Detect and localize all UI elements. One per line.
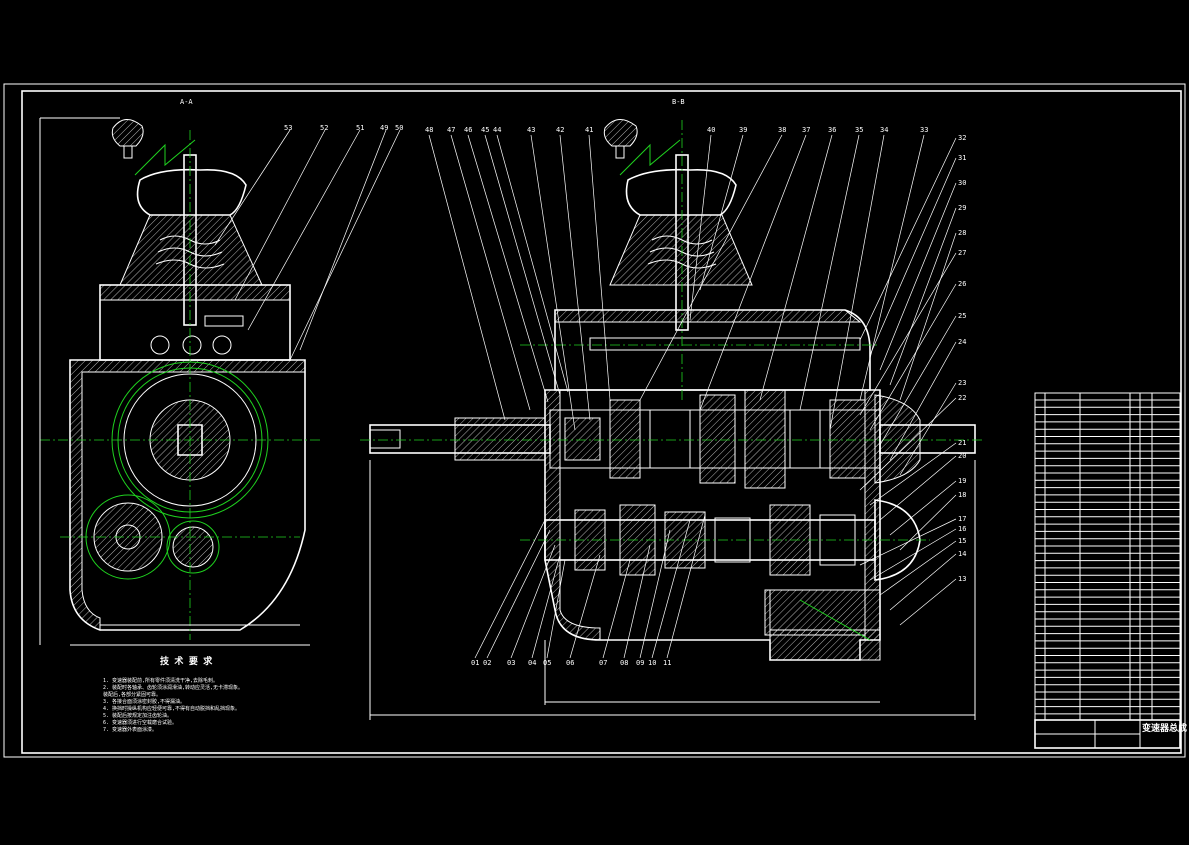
part-number-label: 21 bbox=[958, 439, 966, 447]
part-number-label: 43 bbox=[527, 126, 535, 134]
view-mark-left: A-A bbox=[180, 98, 193, 106]
part-number-label: 03 bbox=[507, 659, 515, 667]
part-number-label: 11 bbox=[663, 659, 671, 667]
part-number-label: 02 bbox=[483, 659, 491, 667]
part-number-label: 25 bbox=[958, 312, 966, 320]
tech-req-item: 1. 变速器装配前,所有零件须清洗干净,去除毛刺。 bbox=[103, 677, 218, 684]
part-number-label: 47 bbox=[447, 126, 455, 134]
part-number-label: 53 bbox=[284, 124, 292, 132]
outer-frame bbox=[3, 83, 1186, 758]
part-number-label: 33 bbox=[920, 126, 928, 134]
part-number-label: 26 bbox=[958, 280, 966, 288]
left-leaders bbox=[214, 129, 401, 361]
technical-requirements: 技 术 要 求 1. 变速器装配前,所有零件须清洗干净,去除毛刺。 2. 装配时… bbox=[103, 655, 243, 733]
tech-req-item: 装配后,各部分紧固可靠。 bbox=[103, 691, 161, 698]
part-number-label: 23 bbox=[958, 379, 966, 387]
main-leaders bbox=[428, 134, 957, 659]
shift-boot-left bbox=[136, 168, 247, 216]
part-number-label: 04 bbox=[528, 659, 536, 667]
part-number-label: 09 bbox=[636, 659, 644, 667]
part-number-label: 05 bbox=[543, 659, 551, 667]
part-number-label: 44 bbox=[493, 126, 501, 134]
part-number-label: 34 bbox=[880, 126, 888, 134]
part-number-label: 08 bbox=[620, 659, 628, 667]
part-number-label: 42 bbox=[556, 126, 564, 134]
part-number-label: 39 bbox=[739, 126, 747, 134]
part-number-label: 27 bbox=[958, 249, 966, 257]
tech-req-heading: 技 术 要 求 bbox=[160, 655, 213, 667]
view-mark-main: B-B bbox=[672, 98, 685, 106]
tech-req-item: 5. 装配后按规定加注齿轮油。 bbox=[103, 712, 172, 719]
part-number-label: 41 bbox=[585, 126, 593, 134]
part-number-label: 24 bbox=[958, 338, 966, 346]
part-number-label: 35 bbox=[855, 126, 863, 134]
reverse-idler-gear bbox=[166, 520, 220, 574]
part-number-label: 01 bbox=[471, 659, 479, 667]
part-number-label: 40 bbox=[707, 126, 715, 134]
part-number-label: 29 bbox=[958, 204, 966, 212]
shift-knob-main bbox=[603, 119, 638, 147]
tech-req-item: 6. 变速器须进行空载磨合试验。 bbox=[103, 719, 177, 726]
part-number-label: 52 bbox=[320, 124, 328, 132]
tech-req-item: 7. 变速器外表面涂漆。 bbox=[103, 726, 157, 733]
part-number-label: 51 bbox=[356, 124, 364, 132]
part-number-label: 15 bbox=[958, 537, 966, 545]
part-number-label: 45 bbox=[481, 126, 489, 134]
part-number-label: 13 bbox=[958, 575, 966, 583]
part-number-label: 22 bbox=[958, 394, 966, 402]
parts-list-table: 变速器总成 bbox=[1034, 392, 1187, 749]
shift-knob-left bbox=[111, 119, 144, 147]
drawing-title: 变速器总成 bbox=[1142, 722, 1187, 734]
part-number-label: 37 bbox=[802, 126, 810, 134]
part-number-label: 30 bbox=[958, 179, 966, 187]
part-number-label: 14 bbox=[958, 550, 966, 558]
shift-boot-main bbox=[625, 168, 737, 216]
inner-frame bbox=[21, 90, 1182, 754]
part-number-label: 19 bbox=[958, 477, 966, 485]
end-section-view bbox=[39, 117, 320, 646]
part-number-label: 36 bbox=[828, 126, 836, 134]
part-number-label: 17 bbox=[958, 515, 966, 523]
part-number-label: 38 bbox=[778, 126, 786, 134]
part-number-label: 18 bbox=[958, 491, 966, 499]
part-number-label: 07 bbox=[599, 659, 607, 667]
tech-req-item: 3. 各接合面须涂密封胶,不得漏油。 bbox=[103, 698, 185, 705]
part-number-label: 06 bbox=[566, 659, 574, 667]
part-number-label: 46 bbox=[464, 126, 472, 134]
part-number-label: 16 bbox=[958, 525, 966, 533]
part-number-label: 48 bbox=[425, 126, 433, 134]
part-number-label: 31 bbox=[958, 154, 966, 162]
tech-req-item: 2. 装配时各轴承、齿轮须涂润滑油,转动应灵活,无卡滞现象。 bbox=[103, 684, 243, 691]
longitudinal-section-view bbox=[134, 119, 985, 720]
part-number-label: 49 bbox=[380, 124, 388, 132]
part-number-label: 10 bbox=[648, 659, 656, 667]
part-number-label: 32 bbox=[958, 134, 966, 142]
part-number-label: 50 bbox=[395, 124, 403, 132]
part-number-label: 20 bbox=[958, 452, 966, 460]
tech-req-item: 4. 换挡时操纵机构应轻便可靠,不得有自动脱挡和乱挡现象。 bbox=[103, 705, 240, 712]
part-number-label: 28 bbox=[958, 229, 966, 237]
